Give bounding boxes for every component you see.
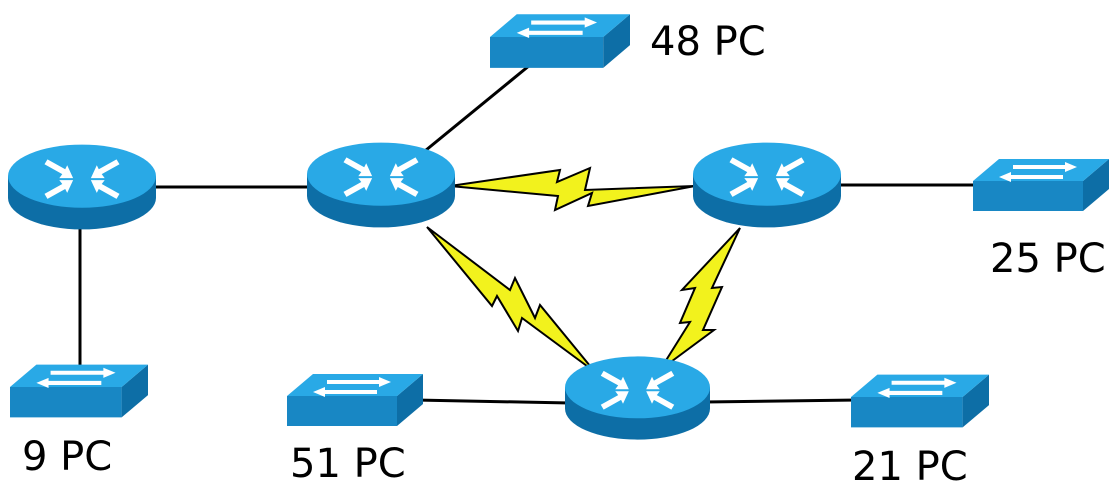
labels-layer: 48 PC 25 PC 9 PC 51 PC 21 PC: [22, 19, 1106, 483]
router-right-icon[interactable]: [693, 142, 841, 228]
router-bottom-icon[interactable]: [565, 356, 710, 440]
router-center-icon[interactable]: [307, 142, 455, 228]
devices-layer: [8, 14, 1109, 440]
switch-right-label: 25 PC: [990, 236, 1106, 282]
router-left-icon[interactable]: [8, 144, 156, 230]
links-layer: [78, 63, 985, 405]
switch-right-bottom-icon[interactable]: [851, 374, 989, 428]
switch-top-icon[interactable]: [490, 14, 630, 68]
serial-link-right-bottom: [659, 227, 741, 371]
switch-left-bottom-icon[interactable]: [10, 364, 148, 418]
switch-top-label: 48 PC: [650, 19, 766, 65]
switch-right-bottom-label: 21 PC: [852, 444, 968, 483]
link-router-bottom-switch-right-bottom: [704, 398, 859, 404]
link-router-center-switch-top: [419, 63, 531, 157]
serial-link-center-bottom: [426, 226, 596, 373]
switch-mid-bottom-label: 51 PC: [290, 441, 406, 483]
switch-mid-bottom-icon[interactable]: [287, 374, 423, 426]
link-router-bottom-switch-mid-bottom: [414, 398, 571, 405]
switch-right-icon[interactable]: [973, 159, 1109, 211]
switch-left-bottom-label: 9 PC: [22, 434, 112, 480]
serial-link-center-right: [449, 166, 696, 212]
